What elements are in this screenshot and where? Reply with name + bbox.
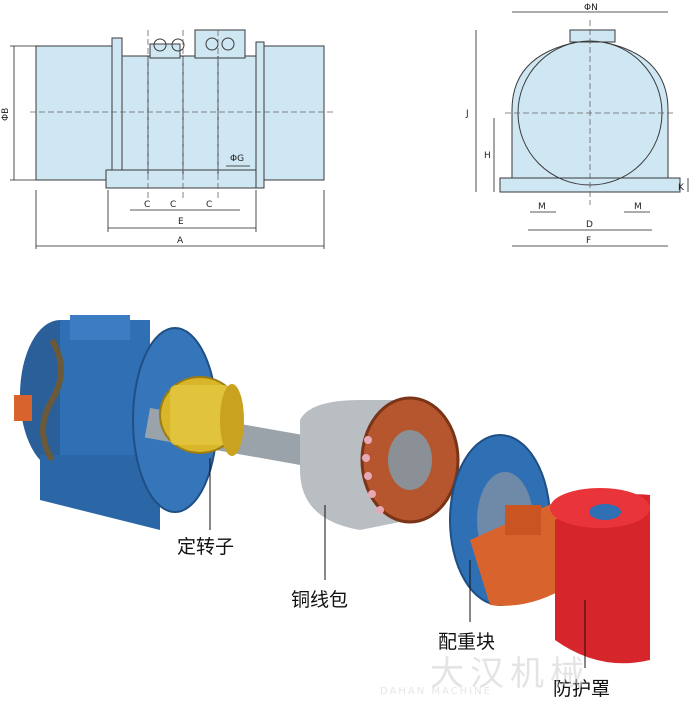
dim-c3: C <box>206 200 212 210</box>
coil-part <box>300 396 460 530</box>
cover-part <box>550 488 650 664</box>
rotor-part <box>159 376 244 456</box>
label-weight: 配重块 <box>436 627 498 654</box>
dim-f: F <box>586 236 591 246</box>
label-coil: 铜线包 <box>289 585 351 612</box>
label-rotor: 定转子 <box>175 532 237 559</box>
watermark-subtext: DAHAN MACHINE <box>380 686 492 697</box>
dim-g: ΦG <box>230 154 244 164</box>
dim-m2: M <box>634 202 642 212</box>
watermark-text: 大汉机械 <box>430 654 590 694</box>
front-view-drawing: ΦB C C C E A ΦG <box>1 29 335 249</box>
dim-n: ΦN <box>584 3 598 13</box>
dim-a: A <box>177 236 184 246</box>
dim-j: J <box>465 109 469 119</box>
dim-k: K <box>678 183 685 193</box>
end-plate-part <box>449 434 551 606</box>
weight-part <box>470 500 570 606</box>
shaft <box>144 408 318 468</box>
dim-h: H <box>484 151 491 161</box>
dim-m1: M <box>538 202 546 212</box>
dim-c1: C <box>144 200 150 210</box>
label-cover: 防护罩 <box>551 674 613 701</box>
motor-housing <box>14 315 218 530</box>
dim-c2: C <box>170 200 176 210</box>
dim-d: D <box>586 220 593 230</box>
dim-b: ΦB <box>1 108 11 121</box>
dim-e: E <box>178 217 184 227</box>
